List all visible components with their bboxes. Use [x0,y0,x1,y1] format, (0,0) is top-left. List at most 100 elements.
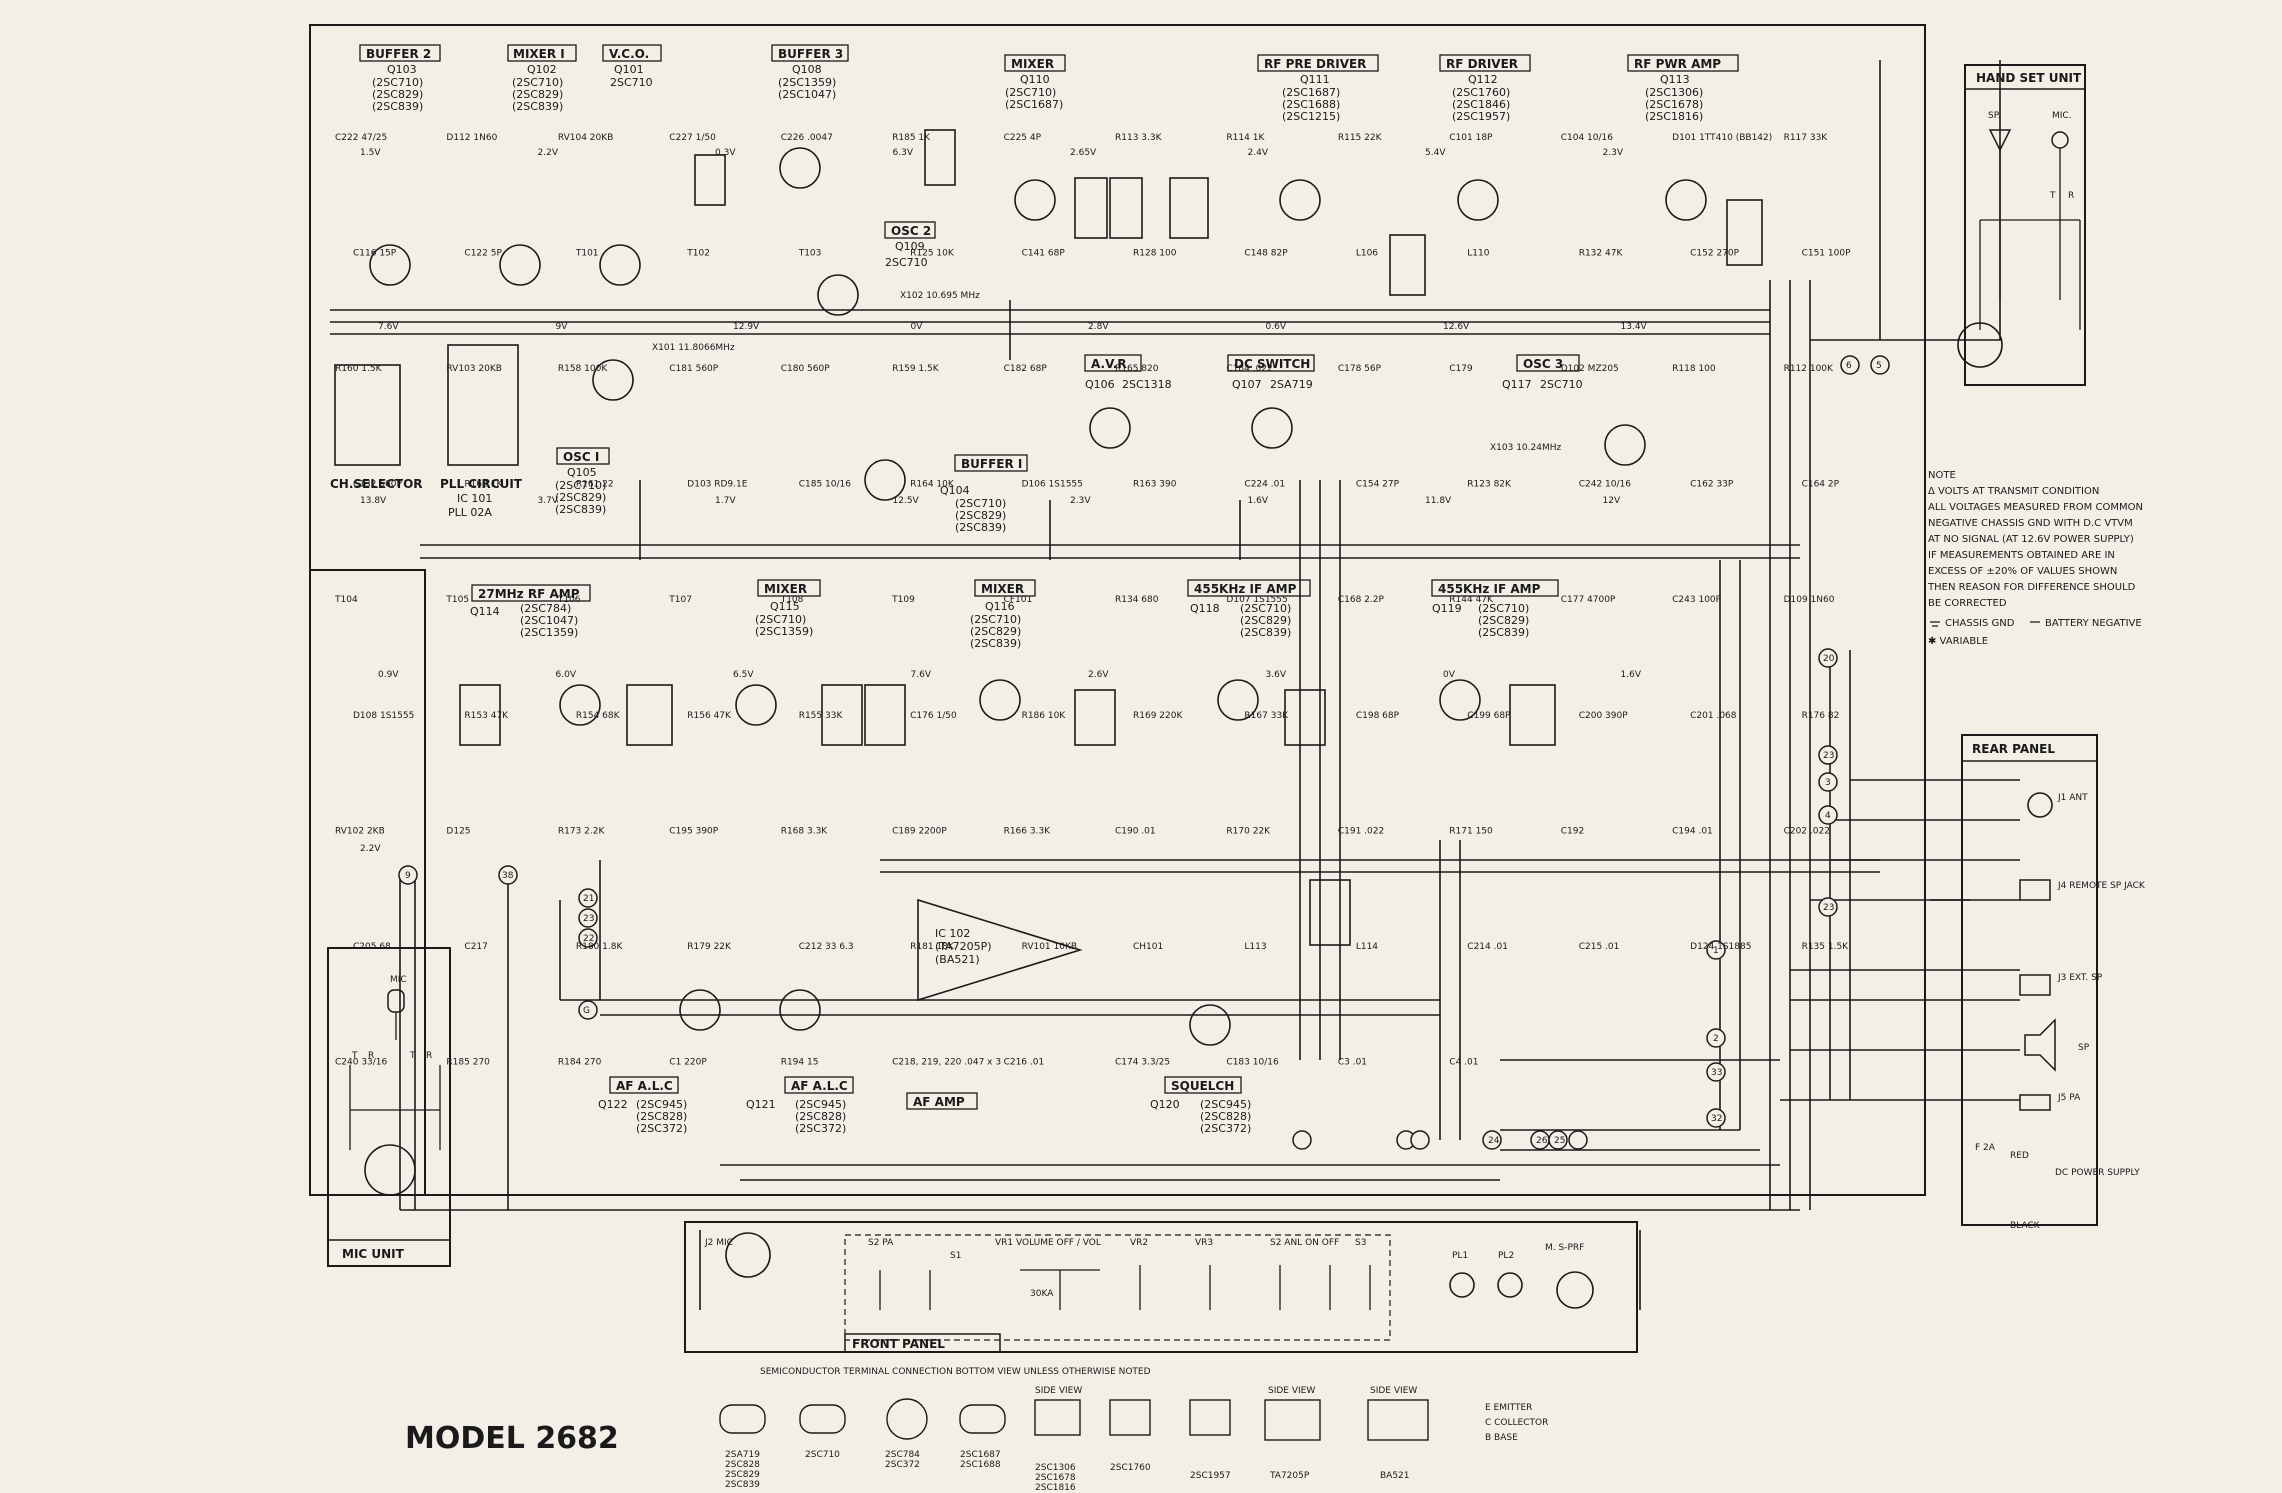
svg-text:(2SC710): (2SC710) [512,76,563,89]
component-value-label: R163 390 [1133,480,1177,490]
svg-text:BUFFER 2: BUFFER 2 [366,47,431,61]
component-value-label: R135 1.5K [1802,942,1850,952]
component-value-label: R156 47K [687,711,732,721]
voltage-label: 13.4V [1621,322,1648,332]
component-value-label: RV104 20KB [558,133,614,143]
component-value-label: C141 68P [1022,249,1066,259]
voltage-label: 0V [911,322,924,332]
svg-text:2: 2 [1713,1034,1719,1044]
svg-text:(2SC945): (2SC945) [1200,1098,1251,1111]
component-value-label: R161 22 [576,480,614,490]
component-value-label: R168 3.3K [781,826,829,836]
component-value-label: C226 .0047 [781,133,833,143]
svg-text:RF PWR AMP: RF PWR AMP [1634,57,1721,71]
component-value-label: C162 33P [1690,480,1734,490]
svg-text:Q106: Q106 [1085,378,1115,391]
svg-text:SIDE VIEW: SIDE VIEW [1035,1386,1082,1396]
crystal-labels: X101 11.8066MHz X102 10.695 MHz X103 10.… [652,291,1562,453]
svg-text:A.V.R: A.V.R [1091,357,1127,371]
component-value-label: C180 560P [781,364,831,374]
svg-text:Q120: Q120 [1150,1098,1180,1111]
component-value-label: R114 1K [1226,133,1265,143]
component-value-label: R154 68K [576,711,621,721]
svg-text:C COLLECTOR: C COLLECTOR [1485,1418,1548,1428]
svg-text:MIXER I: MIXER I [513,47,565,61]
svg-text:BATTERY NEGATIVE: BATTERY NEGATIVE [2045,618,2142,629]
svg-text:21: 21 [583,894,594,904]
handset-title: HAND SET UNIT [1976,71,2082,85]
component-value-label: D124 1S1885 [1690,942,1751,952]
svg-text:(BA521): (BA521) [935,953,980,966]
svg-text:Q101: Q101 [614,63,644,76]
svg-text:Δ VOLTS AT TRANSMIT CONDITION: Δ VOLTS AT TRANSMIT CONDITION [1928,486,2099,497]
svg-text:(2SC1816): (2SC1816) [1645,110,1703,123]
pll-block: CH.SELECTOR PLL CIRCUIT IC 101 PLL 02A [330,477,523,519]
svg-text:✱ VARIABLE: ✱ VARIABLE [1928,636,1988,647]
component-value-label: C212 33 6.3 [799,942,854,952]
svg-text:PL1: PL1 [1452,1251,1468,1261]
svg-text:X102 10.695 MHz: X102 10.695 MHz [900,291,980,301]
svg-text:THEN REASON FOR DIFFERENCE SHO: THEN REASON FOR DIFFERENCE SHOULD [1927,582,2136,593]
svg-text:23: 23 [1823,751,1834,761]
svg-text:Q121: Q121 [746,1098,776,1111]
svg-text:2SC1688: 2SC1688 [960,1460,1001,1470]
svg-text:V.C.O.: V.C.O. [609,47,649,61]
component-value-label: L106 [1356,249,1378,259]
svg-text:R: R [2068,191,2074,201]
component-value-label: C198 68P [1356,711,1400,721]
component-value-label: C184 .022 [1226,364,1272,374]
component-value-label: R134 680 [1115,595,1159,605]
svg-text:2SC828: 2SC828 [725,1460,760,1470]
voltage-label: 2.2V [538,148,559,158]
component-value-label: C224 .01 [1244,480,1285,490]
svg-text:(2SC372): (2SC372) [636,1122,687,1135]
svg-text:G: G [583,1006,590,1016]
svg-text:1: 1 [1713,946,1719,956]
svg-text:MIC: MIC [390,975,407,985]
component-value-label: C3 .01 [1338,1057,1367,1067]
svg-text:(2SC829): (2SC829) [555,491,606,504]
component-value-label: T104 [334,595,358,605]
component-value-label: R194 15 [781,1057,819,1067]
svg-text:Q118: Q118 [1190,602,1220,615]
component-value-label: D103 RD9.1E [687,480,747,490]
svg-text:2SC710: 2SC710 [885,256,928,269]
component-value-label: T103 [798,249,822,259]
svg-text:(2SC1215): (2SC1215) [1282,110,1340,123]
svg-text:(2SC839): (2SC839) [1240,626,1291,639]
svg-text:26: 26 [1536,1136,1548,1146]
component-value-label: T102 [686,249,710,259]
component-value-label: C176 1/50 [910,711,957,721]
svg-text:2SA719: 2SA719 [1270,378,1313,391]
svg-text:(2SC839): (2SC839) [1478,626,1529,639]
svg-text:(2SC710): (2SC710) [955,497,1006,510]
component-value-label: R158 100K [558,364,608,374]
voltage-label: 1.5V [360,148,381,158]
component-value-label: C200 390P [1579,711,1629,721]
svg-text:IF MEASUREMENTS OBTAINED ARE I: IF MEASUREMENTS OBTAINED ARE IN [1928,550,2115,561]
svg-text:Q102: Q102 [527,63,557,76]
svg-text:(2SC945): (2SC945) [795,1098,846,1111]
stage-labels-mid: OSC 2 Q109 2SC710 A.V.R Q106 2SC1318 DC … [555,221,1583,534]
svg-text:RF DRIVER: RF DRIVER [1446,57,1518,71]
component-value-label: R162 1K [464,480,503,490]
component-value-label: R132 47K [1579,249,1624,259]
svg-text:X103 10.24MHz: X103 10.24MHz [1490,443,1562,453]
svg-text:(2SC945): (2SC945) [636,1098,687,1111]
component-value-label: R155 33K [799,711,844,721]
component-value-label: C177 4700P [1561,595,1616,605]
svg-text:(2SC1687): (2SC1687) [1005,98,1063,111]
svg-text:F 2A: F 2A [1975,1143,1996,1153]
svg-text:T: T [2049,191,2056,201]
voltage-label: 6.3V [893,148,914,158]
svg-text:(2SC710): (2SC710) [555,479,606,492]
component-value-label: C199 68P [1467,711,1511,721]
svg-text:EXCESS OF ±20% OF VALUES SHOWN: EXCESS OF ±20% OF VALUES SHOWN [1928,566,2117,577]
svg-text:OSC I: OSC I [563,450,599,464]
component-value-label: D101 1TT410 (BB142) [1672,133,1772,143]
component-value-label: C215 .01 [1579,942,1620,952]
component-value-label: C116 15P [353,249,397,259]
svg-text:B BASE: B BASE [1485,1433,1518,1443]
component-value-label: T107 [668,595,692,605]
